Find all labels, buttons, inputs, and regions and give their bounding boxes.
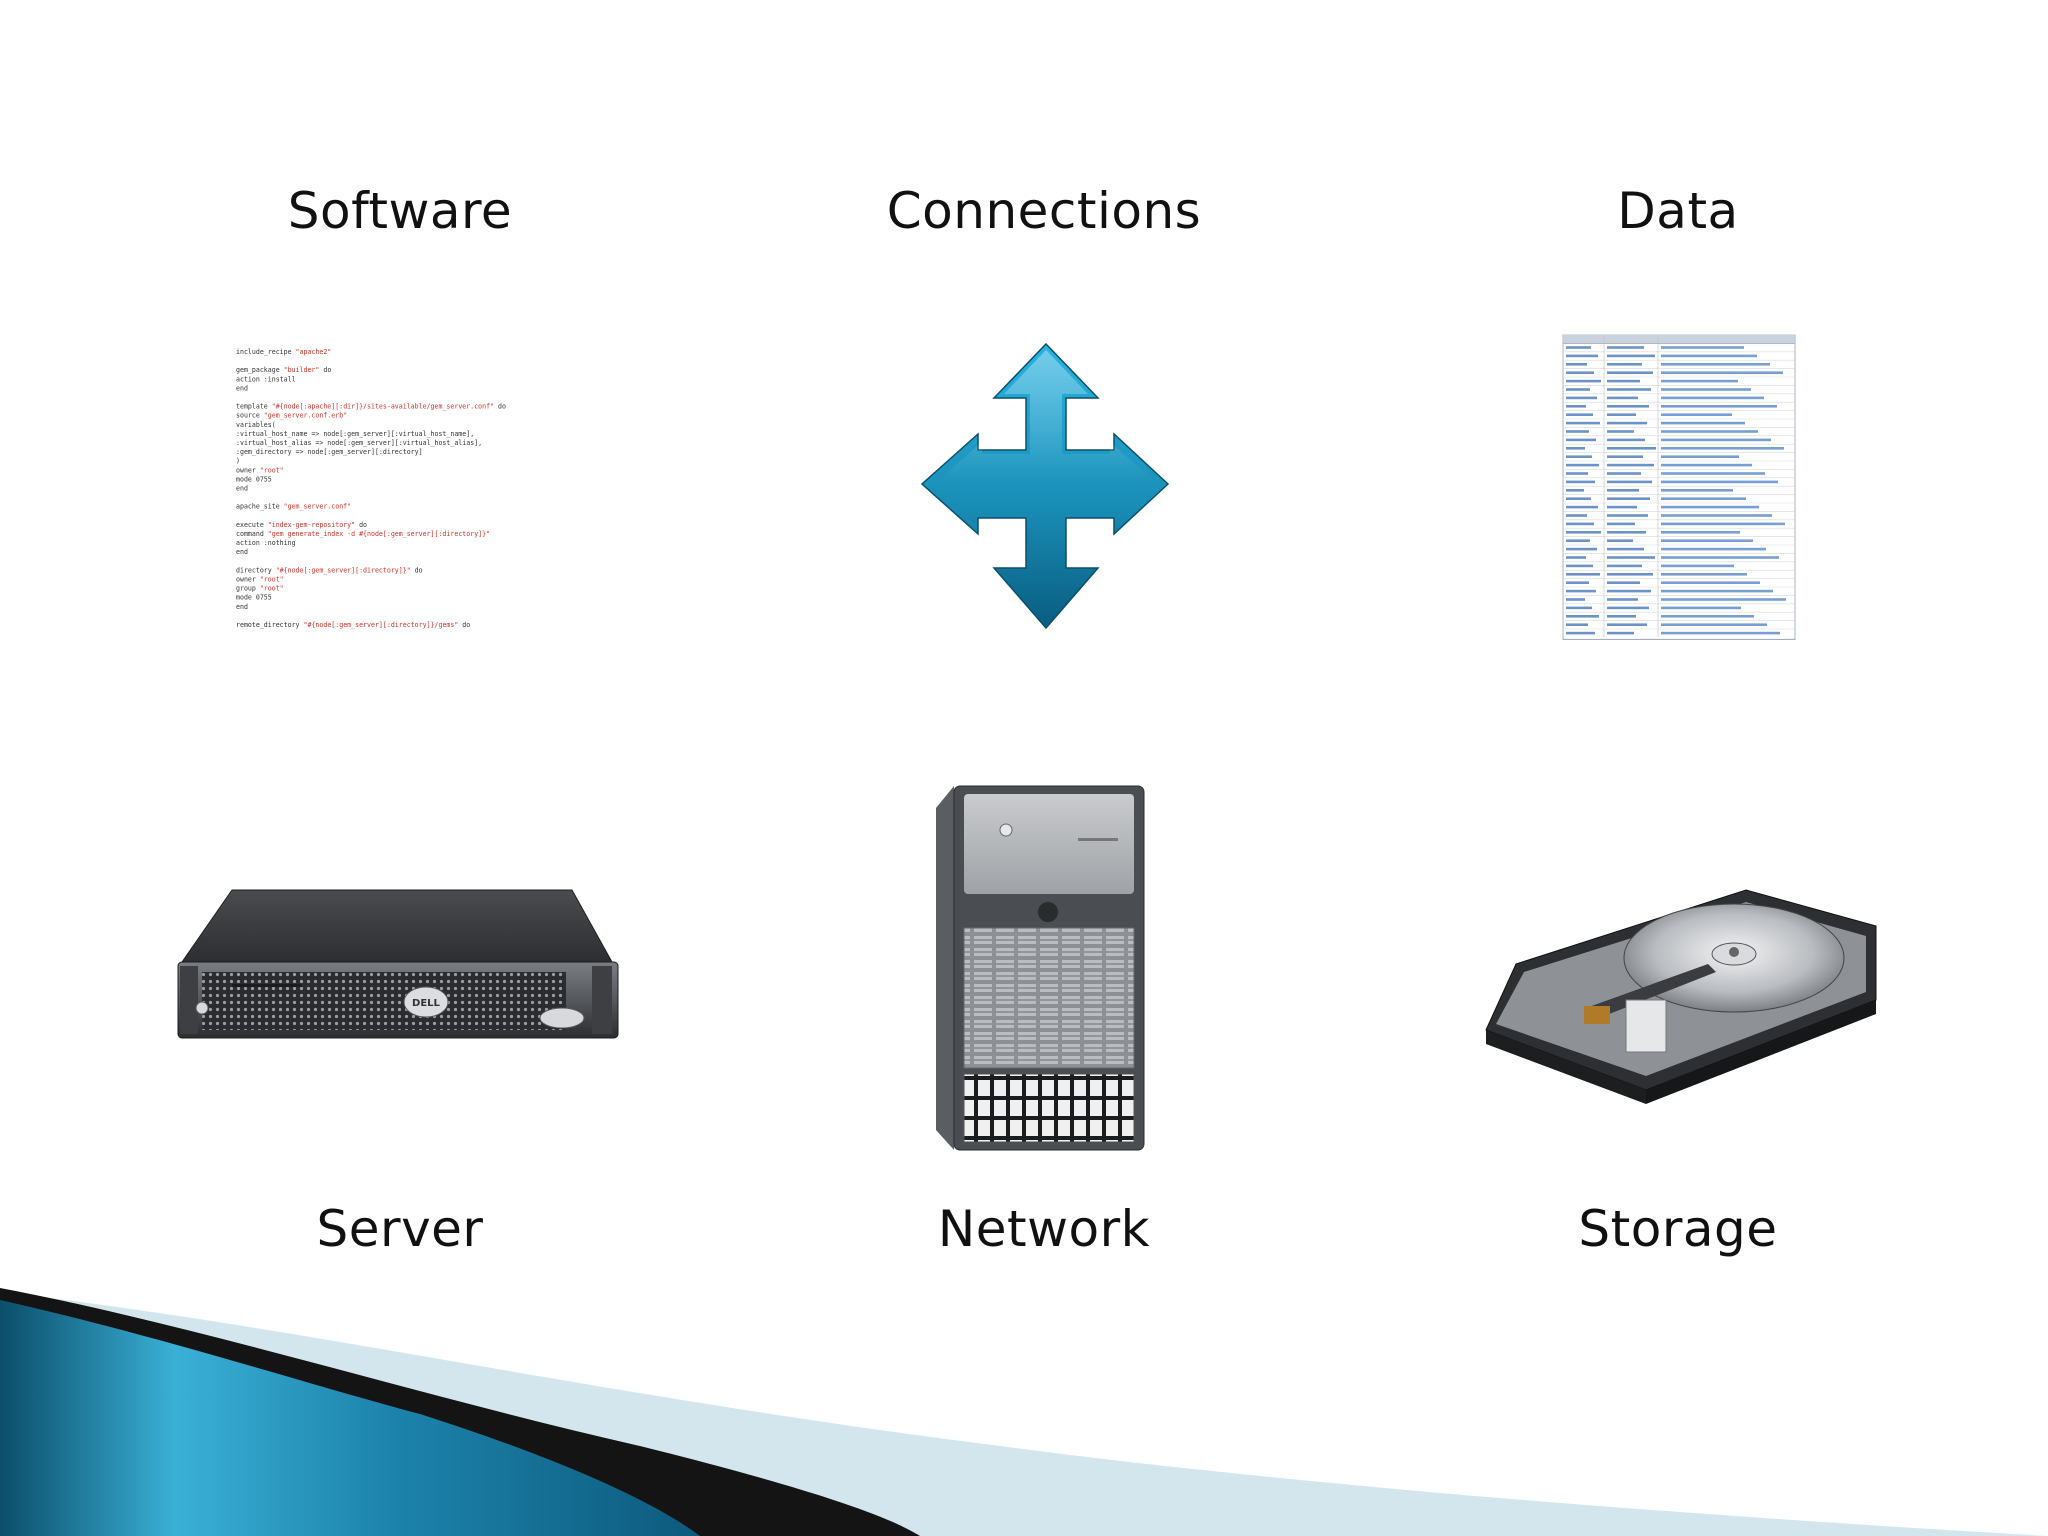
- code-line: action :install: [236, 375, 296, 383]
- label-network: Network: [937, 1200, 1151, 1258]
- code-line: source "gem_server.conf.erb": [236, 412, 347, 420]
- decorative-wave: [0, 1288, 2048, 1536]
- code-line: variables(: [236, 421, 276, 429]
- code-snippet-svg: include_recipe "apache2" gem_package "bui…: [230, 340, 590, 632]
- code-line: include_recipe "apache2": [236, 348, 331, 356]
- code-line: gem_package "builder" do: [236, 366, 331, 374]
- code-line: owner "root": [236, 466, 284, 474]
- code-line: ): [236, 457, 240, 465]
- code-line: group "root": [236, 585, 284, 593]
- four-way-arrow-svg: [920, 342, 1170, 630]
- spreadsheet-svg: [1562, 334, 1796, 640]
- code-line: owner "root": [236, 576, 284, 584]
- code-snippet-image: include_recipe "apache2" gem_package "bui…: [230, 340, 590, 632]
- hard-disk-svg: [1485, 889, 1877, 1104]
- code-line: execute "index-gem-repository" do: [236, 521, 367, 529]
- code-line: command "gem generate_index -d #{node[:g…: [236, 530, 490, 538]
- code-line: template "#{node[:apache][:dir]}/sites-a…: [236, 403, 506, 411]
- code-line: mode 0755: [236, 594, 272, 602]
- code-line: end: [236, 548, 248, 556]
- label-server: Server: [316, 1200, 484, 1258]
- rack-server-image: DELL: [172, 880, 628, 1050]
- code-line: end: [236, 603, 248, 611]
- code-line: remote_directory "#{node[:gem_server][:d…: [236, 621, 470, 629]
- code-line: :virtual_host_alias => node[:gem_server]…: [236, 439, 482, 447]
- code-line: :gem_directory => node[:gem_server][:dir…: [236, 448, 423, 456]
- code-line: :virtual_host_name => node[:gem_server][…: [236, 430, 474, 438]
- label-software: Software: [287, 182, 513, 240]
- network-switch-svg: [936, 785, 1145, 1151]
- code-line: end: [236, 485, 248, 493]
- spreadsheet-image: [1562, 334, 1798, 642]
- label-data: Data: [1617, 182, 1739, 240]
- network-switch-image: [928, 778, 1158, 1158]
- server-brand-logo: DELL: [412, 998, 441, 1009]
- code-line: directory "#{node[:gem_server][:director…: [236, 566, 423, 574]
- label-connections: Connections: [886, 182, 1202, 240]
- code-line: end: [236, 384, 248, 392]
- code-line: action :nothing: [236, 539, 296, 547]
- four-way-arrow-icon: [866, 342, 1226, 632]
- label-storage: Storage: [1578, 1200, 1778, 1258]
- rack-server-svg: DELL: [177, 889, 619, 1039]
- code-line: apache_site "gem_server.conf": [236, 503, 351, 511]
- code-line: mode 0755: [236, 475, 272, 483]
- hard-disk-image: [1476, 880, 1886, 1110]
